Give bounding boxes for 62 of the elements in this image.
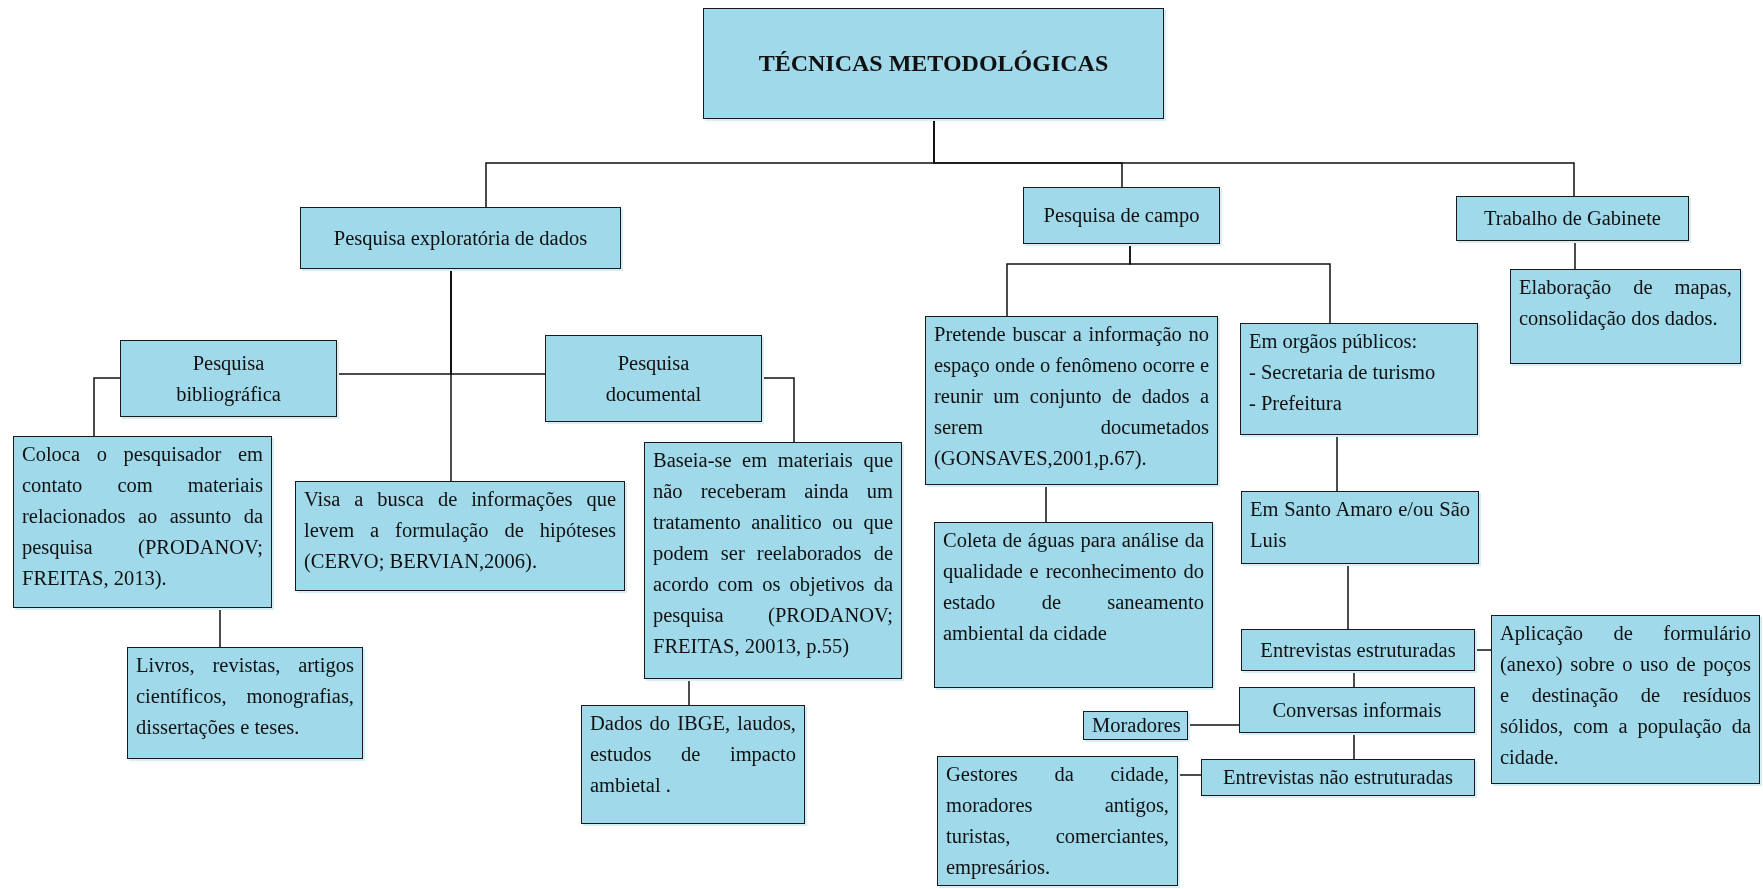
text-box xyxy=(1240,323,1478,435)
text-box xyxy=(1083,711,1188,740)
connector-line xyxy=(93,377,121,437)
text-box xyxy=(1456,196,1689,241)
connector-line xyxy=(1353,732,1355,760)
connector-line xyxy=(1177,774,1202,776)
node-text: Conversas informais xyxy=(1271,697,1443,723)
node-text: Em Santo Amaro e/ou São Luis xyxy=(1250,497,1470,553)
text-box xyxy=(127,647,363,759)
node-text: Dados do IBGE, laudos, estudos de impacto ambietal . xyxy=(590,711,796,798)
connector-line xyxy=(1574,240,1576,270)
connector-line xyxy=(1347,563,1349,630)
connector-line xyxy=(1353,670,1355,688)
node-text: - Secretaria de turismo xyxy=(1249,360,1437,385)
node-text: Pretende buscar a informação no espaço onde o fenômeno ocorre e reunir um conjunto de dados a serem documetados (GONSAVES,2001,p.67). xyxy=(934,322,1209,472)
node-text: Pesquisa bibliográfica xyxy=(175,350,282,408)
text-box xyxy=(937,756,1178,886)
connector-line xyxy=(1045,484,1047,523)
connector-line xyxy=(219,607,221,648)
node-text: Pesquisa documental xyxy=(604,350,703,407)
node-text: Em orgãos públicos: xyxy=(1249,329,1419,355)
node-text: Pesquisa de campo xyxy=(1042,203,1201,229)
text-box xyxy=(644,442,902,679)
node-text: Entrevistas não estruturadas xyxy=(1222,765,1454,790)
connector-line xyxy=(1336,434,1338,492)
text-box xyxy=(1201,759,1475,796)
text-box xyxy=(925,316,1218,485)
node-text: Visa a busca de informações que levem a formulação de hipóteses (CERVO; BERVIAN,2006). xyxy=(304,487,616,574)
node-text: Entrevistas estruturadas xyxy=(1259,637,1457,663)
node-text: Trabalho de Gabinete xyxy=(1483,206,1662,231)
node-text: Elaboração de mapas, consolidação dos dados. xyxy=(1519,275,1732,332)
text-box xyxy=(120,340,337,417)
connector-line xyxy=(688,678,690,706)
connector-line xyxy=(761,377,795,443)
node-text: Baseia-se em materiais que não receberam ainda um tratamento analitico ou que podem ser reelaborados de acordo com os objetivos da pesquisa (PRODANOV; FREITAS, 20013, p.55) xyxy=(653,448,893,660)
text-box xyxy=(1241,629,1475,671)
node-text: Gestores da cidade, moradores antigos, turistas, comerciantes, empresários. xyxy=(946,762,1169,881)
node-text: Coleta de águas para análise da qualidade e reconhecimento do estado de saneamento ambiental da cidade xyxy=(943,528,1204,646)
connector-line xyxy=(450,268,452,482)
text-box xyxy=(1023,187,1220,244)
text-box xyxy=(295,481,625,591)
text-box xyxy=(1491,615,1760,784)
node-text: Coloca o pesquisador em contato com materiais relacionados ao assunto da pesquisa (PRODANOV; FREITAS, 2013). xyxy=(22,442,263,592)
text-box xyxy=(545,335,762,422)
title-box xyxy=(703,8,1164,119)
text-box xyxy=(934,522,1213,688)
node-text: - Prefeitura xyxy=(1249,391,1343,416)
connector-line xyxy=(1129,243,1331,324)
connector-line xyxy=(1187,724,1240,726)
node-text: Aplicação de formulário (anexo) sobre o uso de poços e destinação de resíduos sólidos, com a população da cidade. xyxy=(1500,621,1751,770)
text-box xyxy=(1510,269,1741,364)
node-text: Livros, revistas, artigos científicos, monografias, dissertações e teses. xyxy=(136,653,354,741)
connector-line xyxy=(1474,649,1492,651)
text-box xyxy=(13,436,272,608)
node-text: TÉCNICAS METODOLÓGICAS xyxy=(757,49,1110,78)
node-text: Pesquisa exploratória de dados xyxy=(332,225,589,252)
connector-line xyxy=(933,118,1575,197)
node-text: Moradores xyxy=(1092,713,1179,738)
text-box xyxy=(1241,491,1479,564)
text-box xyxy=(300,207,621,269)
text-box xyxy=(1239,687,1475,733)
text-box xyxy=(581,705,805,824)
